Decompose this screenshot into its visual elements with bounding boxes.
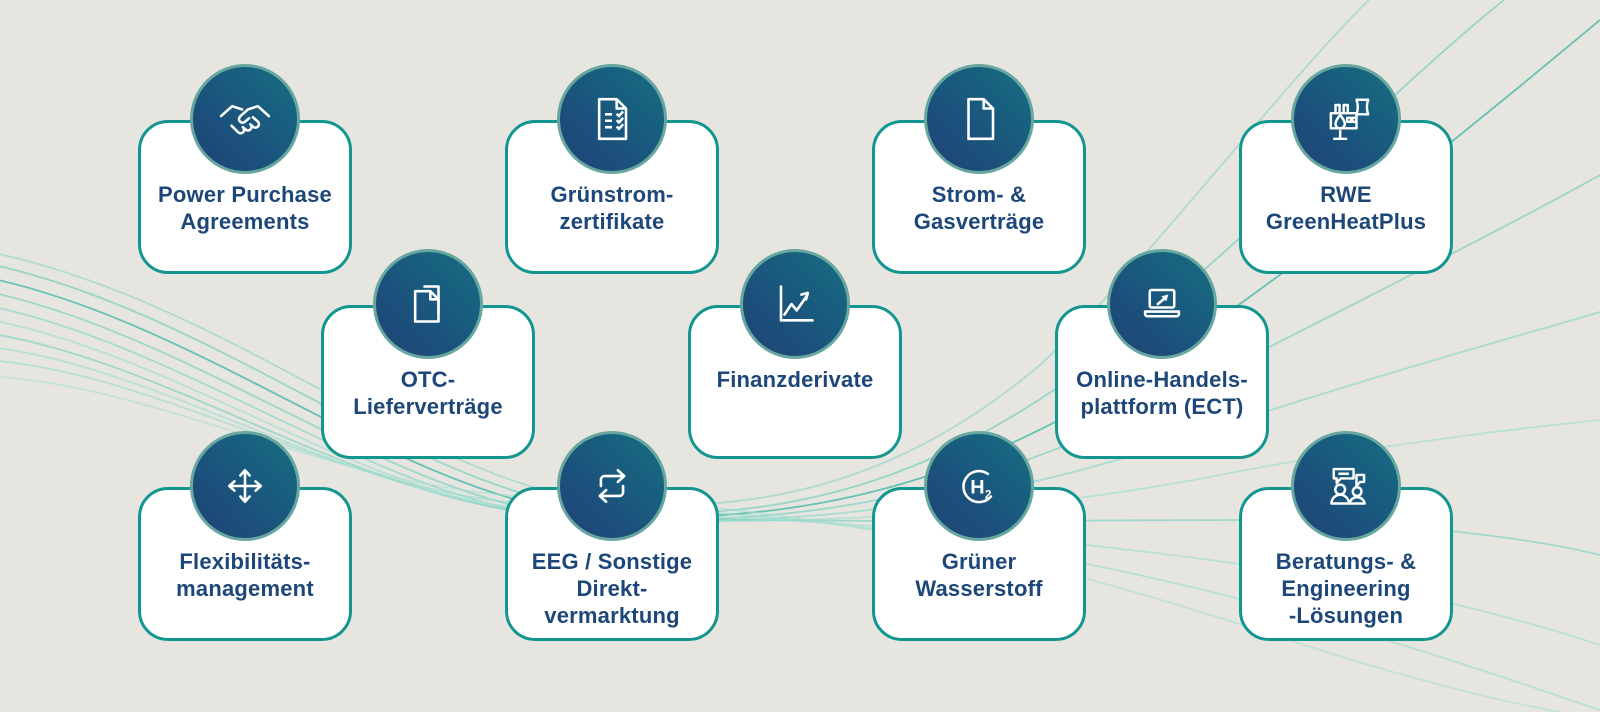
card-gruener-wasserstoff: H 2 Grüner Wasserstoff: [872, 431, 1086, 641]
hydrogen-icon: H 2: [962, 469, 993, 504]
card-title: Finanzderivate: [716, 367, 874, 392]
card-title: Strom- & Gasverträge: [913, 182, 1045, 234]
consulting-people-icon: [1330, 467, 1366, 505]
card-icon-badge: H 2: [924, 431, 1034, 541]
card-title: Grüner Wasserstoff: [915, 549, 1043, 601]
handshake-icon: [219, 104, 271, 135]
card-title: Grünstrom- zertifikate: [550, 182, 674, 234]
card-icon-badge: [1107, 249, 1217, 359]
hydrogen-subscript-text: 2: [985, 488, 992, 501]
card-icon-badge: [557, 64, 667, 174]
card-title: Online-Handels- plattform (ECT): [1076, 367, 1248, 419]
card-title: Beratungs- & Engineering -Lösungen: [1275, 549, 1417, 628]
card-strom-gasvertraege: Strom- & Gasverträge: [872, 64, 1086, 274]
card-otc-liefervertraege: OTC- Lieferverträge: [321, 249, 535, 459]
card-icon-badge: [1291, 431, 1401, 541]
card-beratungs-engineering: Beratungs- & Engineering -Lösungen: [1239, 431, 1453, 641]
card-icon-badge: [740, 249, 850, 359]
card-gruenstrom-zertifikate: Grünstrom- zertifikate: [505, 64, 719, 274]
card-icon-badge: [924, 64, 1034, 174]
card-online-handelsplattform: Online-Handels- plattform (ECT): [1055, 249, 1269, 459]
swap-arrows-icon: [598, 468, 626, 504]
hydrogen-symbol-text: H: [970, 477, 984, 499]
card-title: EEG / Sonstige Direkt- vermarktung: [531, 549, 693, 628]
laptop-cursor-icon: [1143, 288, 1181, 318]
card-title: Power Purchase Agreements: [158, 182, 332, 234]
trending-chart-icon: [779, 285, 814, 322]
card-finanzderivate: Finanzderivate: [688, 249, 902, 459]
card-icon-badge: [557, 431, 667, 541]
card-rwe-greenheatplus: RWE GreenHeatPlus: [1239, 64, 1453, 274]
card-icon-badge: [190, 431, 300, 541]
stacked-documents-icon: [413, 285, 440, 323]
contract-document-icon: [967, 97, 995, 141]
certificate-checklist-icon: [597, 97, 628, 141]
card-flexibilitaetsmanagement: Flexibilitäts- management: [138, 431, 352, 641]
card-eeg-direktvermarktung: EEG / Sonstige Direkt- vermarktung: [505, 431, 719, 641]
heat-plant-icon: [1329, 98, 1370, 141]
card-power-purchase-agreements: Power Purchase Agreements: [138, 64, 352, 274]
move-arrows-icon: [227, 468, 263, 504]
card-title: OTC- Lieferverträge: [353, 367, 503, 419]
card-icon-badge: [373, 249, 483, 359]
card-icon-badge: [190, 64, 300, 174]
card-title: Flexibilitäts- management: [176, 549, 314, 601]
card-icon-badge: [1291, 64, 1401, 174]
card-title: RWE GreenHeatPlus: [1265, 182, 1427, 234]
